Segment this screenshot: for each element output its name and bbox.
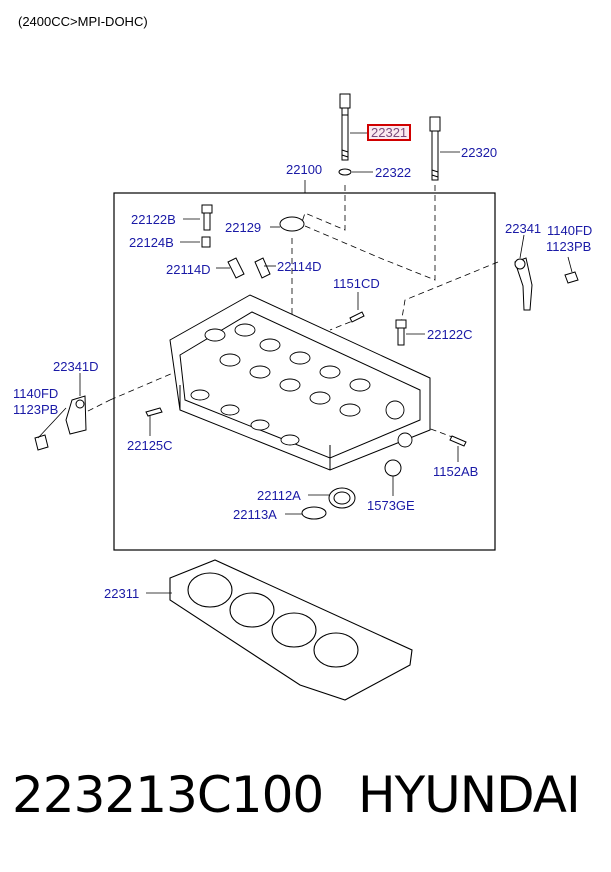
cam-bearing-caps (204, 323, 413, 448)
callout-22112A[interactable]: 22112A (257, 488, 301, 503)
callout-22322[interactable]: 22322 (375, 165, 412, 180)
bracket-22341-right (514, 257, 533, 311)
bolt-22320 (429, 116, 441, 181)
cylinder-head-body (169, 294, 431, 471)
plug-22129 (279, 216, 305, 232)
seal-22112A (328, 487, 356, 509)
brand-name: HYUNDAI (358, 766, 581, 824)
callout-1152AB[interactable]: 1152AB (433, 464, 479, 479)
callout-22113A[interactable]: 22113A (233, 507, 277, 522)
callout-1151CD[interactable]: 1151CD (333, 276, 380, 291)
callout-22114D-left[interactable]: 22114D (166, 262, 211, 277)
oring-22113A (301, 506, 327, 520)
callout-1123PB-right[interactable]: 1123PB (546, 239, 592, 254)
bolt-1140FD-left (34, 434, 49, 451)
callout-22122C[interactable]: 22122C (427, 327, 473, 342)
callout-1123PB-left[interactable]: 1123PB (13, 402, 59, 417)
pin-22125C (145, 407, 163, 417)
callout-22341D[interactable]: 22341D (53, 359, 99, 374)
callout-22341-right[interactable]: 22341 (505, 221, 542, 236)
callout-1140FD-left[interactable]: 1140FD (13, 386, 59, 401)
callout-22125C[interactable]: 22125C (127, 438, 173, 453)
callout-22129[interactable]: 22129 (225, 220, 262, 235)
callout-22320[interactable]: 22320 (461, 145, 498, 160)
callout-1573GE[interactable]: 1573GE (367, 498, 415, 513)
bolt-22321 (339, 93, 351, 161)
callout-22114D-right[interactable]: 22114D (277, 259, 322, 274)
pin-1151CD (349, 311, 365, 323)
callout-22311[interactable]: 22311 (104, 586, 140, 601)
callout-22124B[interactable]: 22124B (129, 235, 174, 250)
engine-spec-label: (2400CC>MPI-DOHC) (18, 14, 148, 29)
pin-1152AB (449, 435, 467, 447)
leader-lines (37, 132, 573, 594)
pin-22114D (227, 257, 271, 279)
exhaust-ports (190, 389, 300, 446)
washer-22322 (338, 168, 352, 176)
dowel-22124B (201, 236, 211, 248)
seal-1573GE (384, 459, 402, 477)
callout-1140FD-right[interactable]: 1140FD (547, 223, 593, 238)
bolt-1140FD-right (564, 271, 579, 284)
callout-22321[interactable]: 22321 (367, 124, 412, 141)
callout-22100[interactable]: 22100 (286, 162, 323, 177)
bolt-22122C (395, 319, 407, 346)
assembly-frame (113, 192, 496, 551)
bolt-22122B (201, 204, 213, 231)
part-number: 223213C100 (12, 766, 324, 824)
callout-22122B[interactable]: 22122B (131, 212, 176, 227)
head-gasket-22311 (169, 559, 413, 701)
